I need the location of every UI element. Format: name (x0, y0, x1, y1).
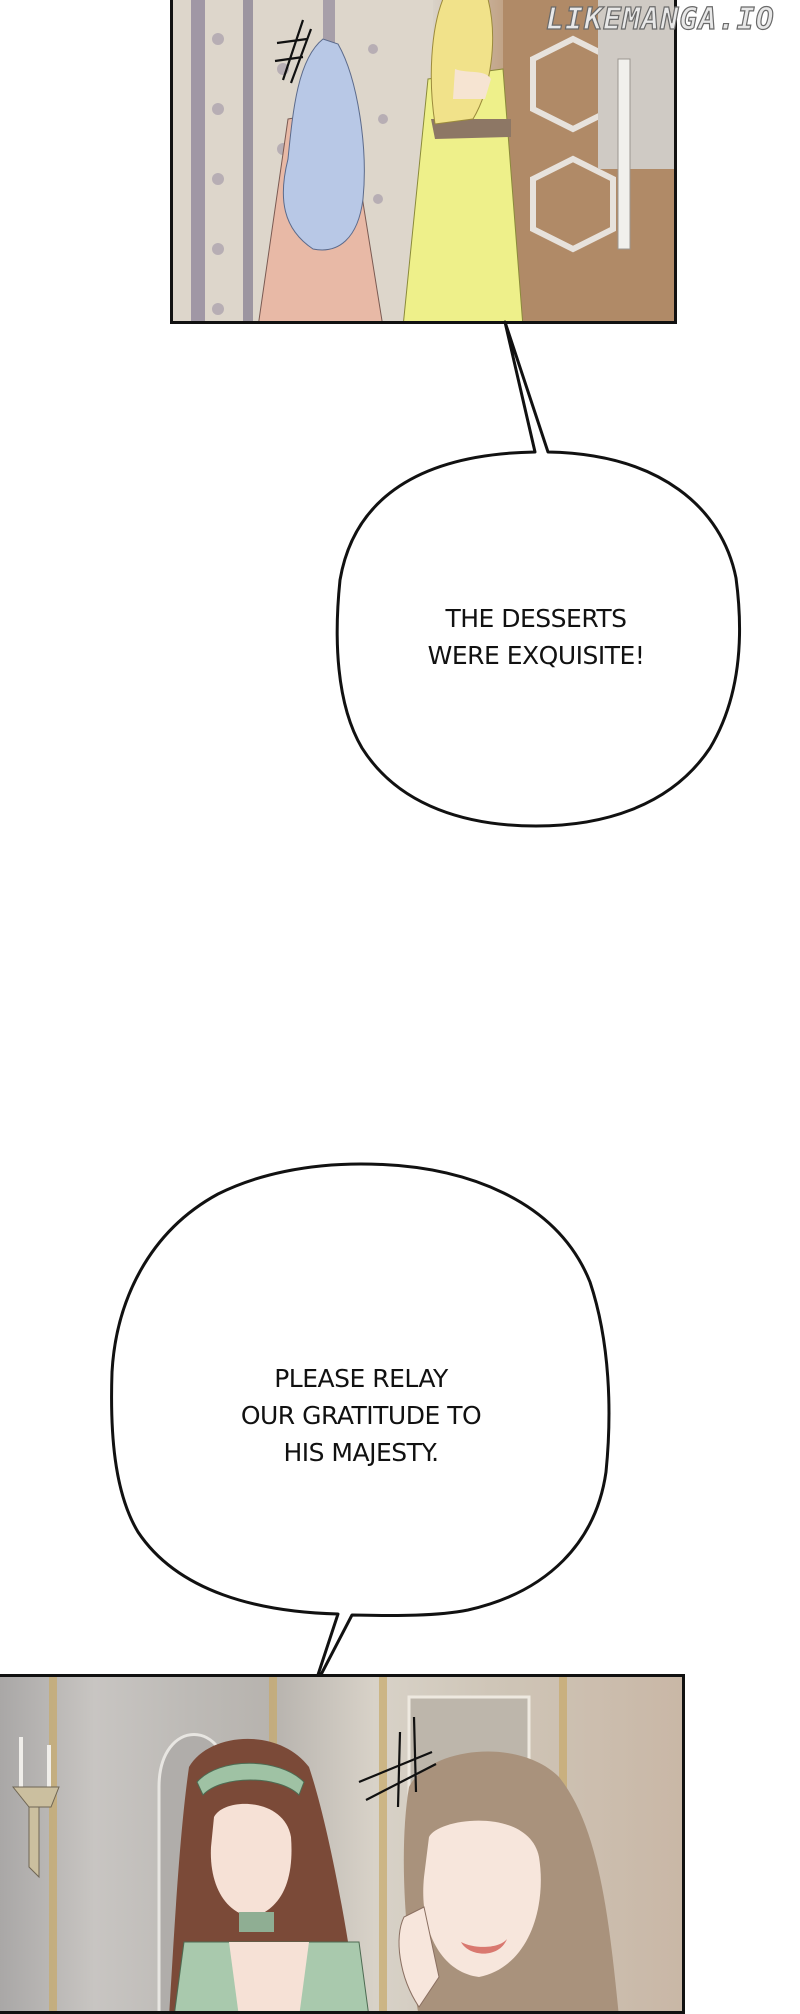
speech-line: OUR GRATITUDE TO (240, 1401, 482, 1430)
speech-bubble-2-text: PLEASE RELAY OUR GRATITUDE TO HIS MAJEST… (108, 1360, 614, 1471)
speech-line: WERE EXQUISITE! (427, 641, 645, 670)
speech-bubble-1-outline (335, 320, 742, 828)
watermark: LIKEMANGA.IO (545, 1, 775, 37)
tension-lines-icon (358, 1716, 437, 1808)
comic-panel-1 (170, 0, 677, 324)
comic-panel-2 (0, 1674, 685, 2014)
tension-lines-icon (274, 19, 313, 84)
speech-line: HIS MAJESTY. (283, 1438, 439, 1467)
speech-line: PLEASE RELAY (274, 1364, 448, 1393)
speech-bubble-1: THE DESSERTS WERE EXQUISITE! (330, 318, 742, 830)
speech-bubble-1-text: THE DESSERTS WERE EXQUISITE! (330, 600, 742, 674)
speech-bubble-2: PLEASE RELAY OUR GRATITUDE TO HIS MAJEST… (108, 1162, 614, 1692)
speech-line: THE DESSERTS (445, 604, 627, 633)
panel-1-illustration (173, 0, 674, 321)
panel-2-illustration (11, 1677, 619, 2011)
